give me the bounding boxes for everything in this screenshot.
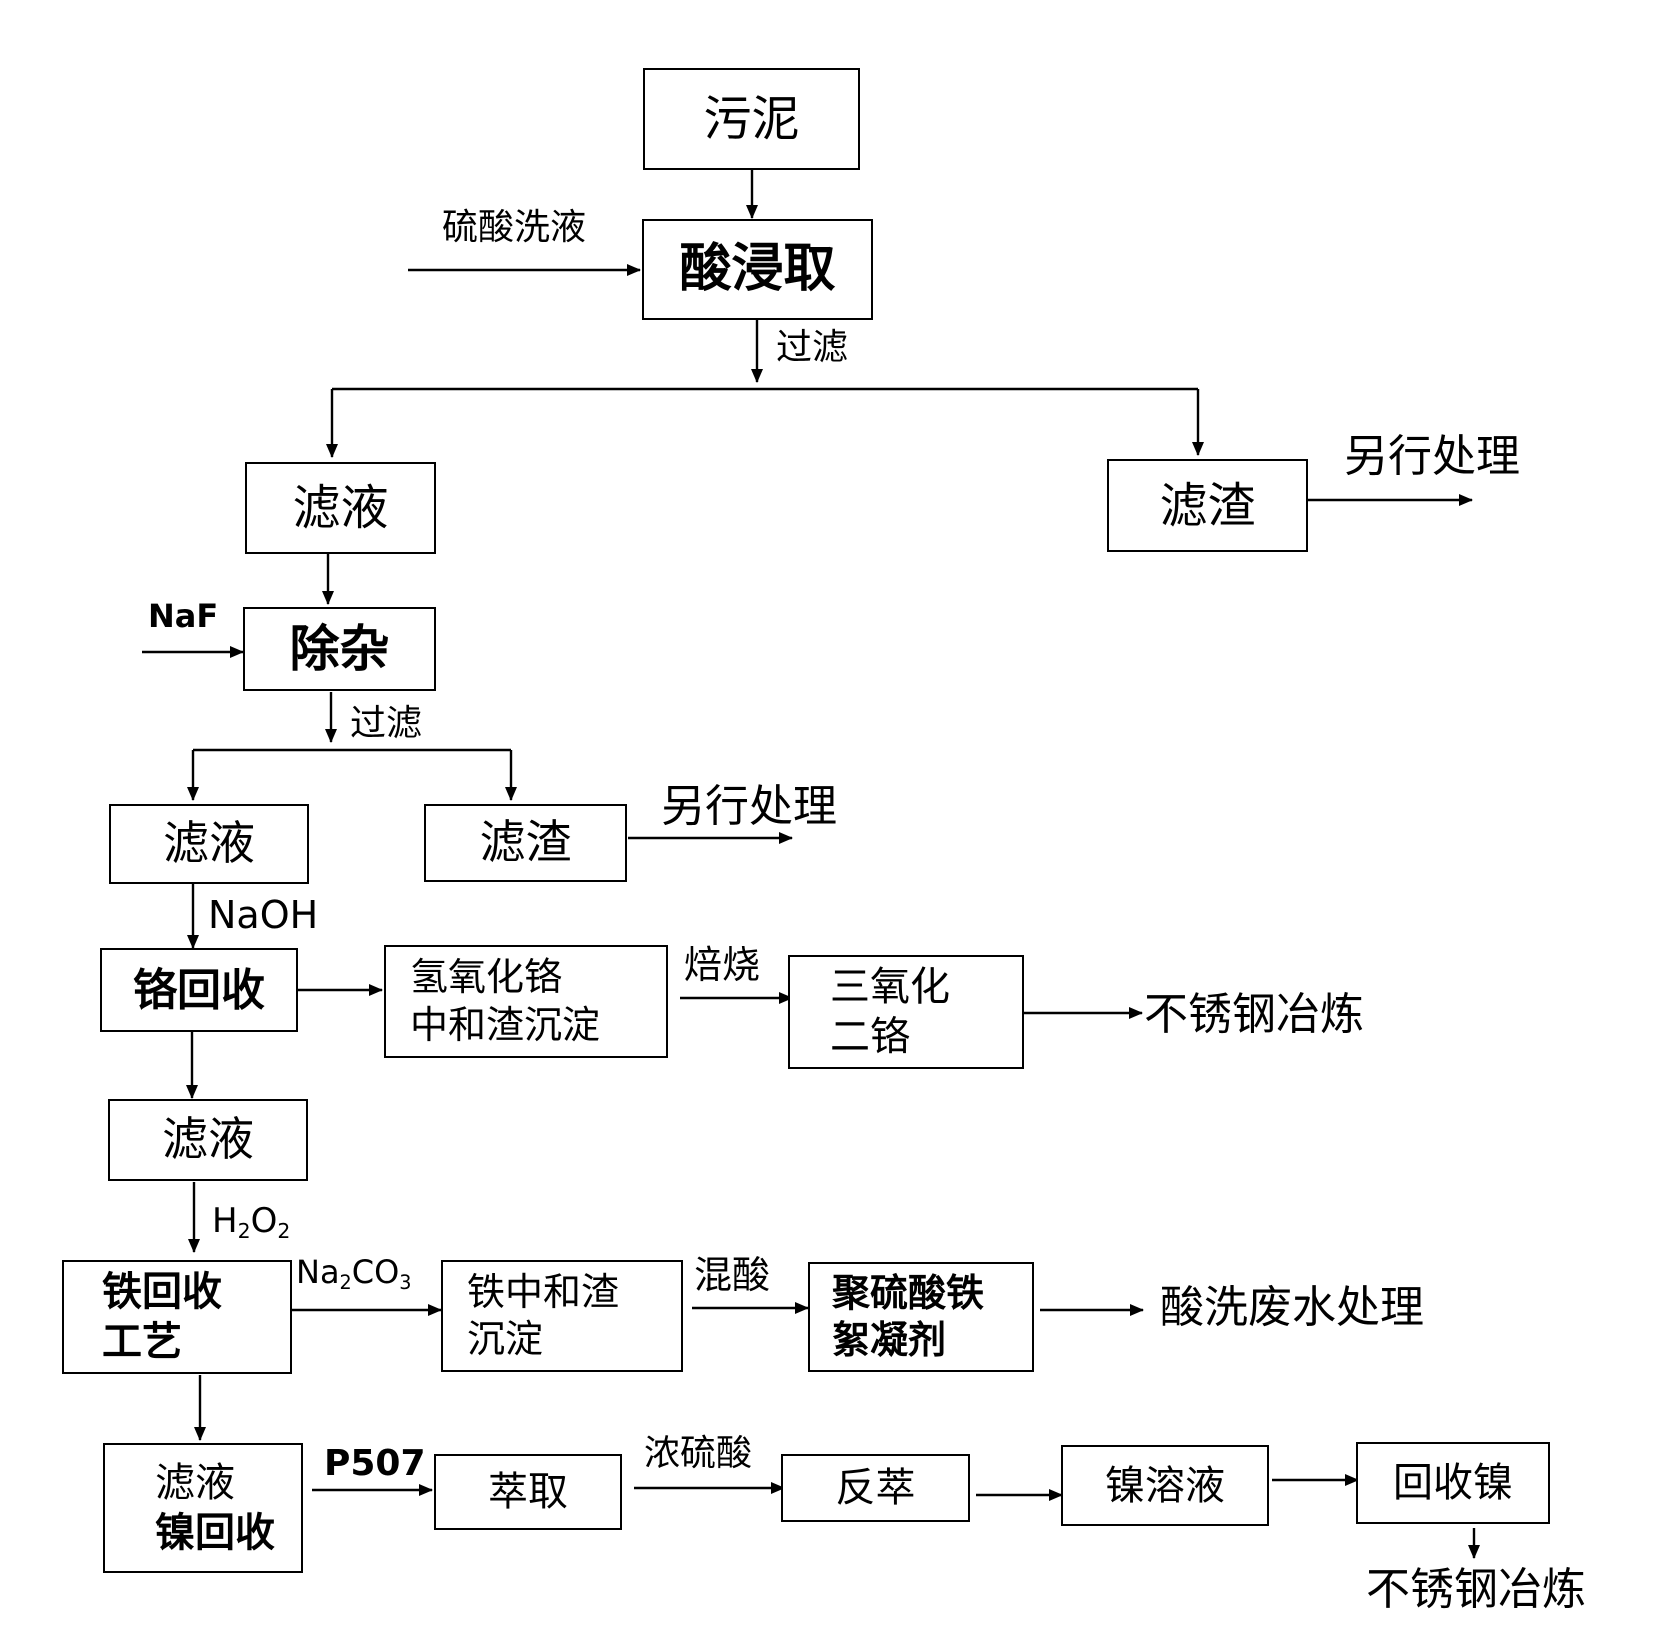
label-h2o2: H2O2 (212, 1201, 291, 1243)
label-roast: 焙烧 (684, 943, 761, 987)
node-impurity-removal: 除杂 (243, 607, 436, 691)
node-sludge: 污泥 (643, 68, 860, 170)
node-back-extraction: 反萃 (781, 1454, 970, 1522)
node-filtrate-3: 滤液 (108, 1099, 308, 1181)
label-filter-1: 过滤 (776, 327, 849, 368)
node-chromium-recovery: 铬回收 (100, 948, 298, 1032)
node-residue-2: 滤渣 (424, 804, 627, 882)
node-residue-1: 滤渣 (1107, 459, 1308, 552)
label-naf: NaF (148, 597, 219, 635)
node-iron-residue: 铁中和渣 沉淀 (441, 1260, 683, 1372)
label-sulfuric-wash: 硫酸洗液 (442, 207, 587, 248)
label-other-treatment-2: 另行处理 (661, 781, 837, 832)
node-ferric-sulfate: 聚硫酸铁 絮凝剂 (808, 1262, 1034, 1372)
node-acid-leach: 酸浸取 (642, 219, 873, 320)
label-stainless-1: 不锈钢冶炼 (1144, 989, 1364, 1040)
label-conc-sulfuric: 浓硫酸 (644, 1433, 753, 1474)
node-filtrate-2: 滤液 (109, 804, 309, 884)
node-iron-recovery: 铁回收 工艺 (62, 1260, 292, 1374)
node-nickel-filtrate: 滤液 镍回收 (103, 1443, 303, 1573)
label-filter-2: 过滤 (350, 703, 423, 744)
label-pickling-wastewater: 酸洗废水处理 (1160, 1282, 1424, 1333)
node-chromium-hydroxide: 氢氧化铬 中和渣沉淀 (384, 945, 668, 1058)
label-stainless-2: 不锈钢冶炼 (1366, 1564, 1586, 1615)
label-naoh: NaOH (208, 893, 319, 937)
label-p507: P507 (324, 1443, 426, 1484)
node-extraction: 萃取 (434, 1454, 622, 1530)
node-chromium-oxide: 三氧化 二铬 (788, 955, 1024, 1069)
node-recovered-nickel: 回收镍 (1356, 1442, 1550, 1524)
label-other-treatment-1: 另行处理 (1344, 431, 1520, 482)
node-nickel-solution: 镍溶液 (1061, 1445, 1269, 1526)
node-filtrate-1: 滤液 (245, 462, 436, 554)
label-mixed-acid: 混酸 (694, 1253, 771, 1297)
label-na2co3: Na2CO3 (296, 1253, 412, 1294)
